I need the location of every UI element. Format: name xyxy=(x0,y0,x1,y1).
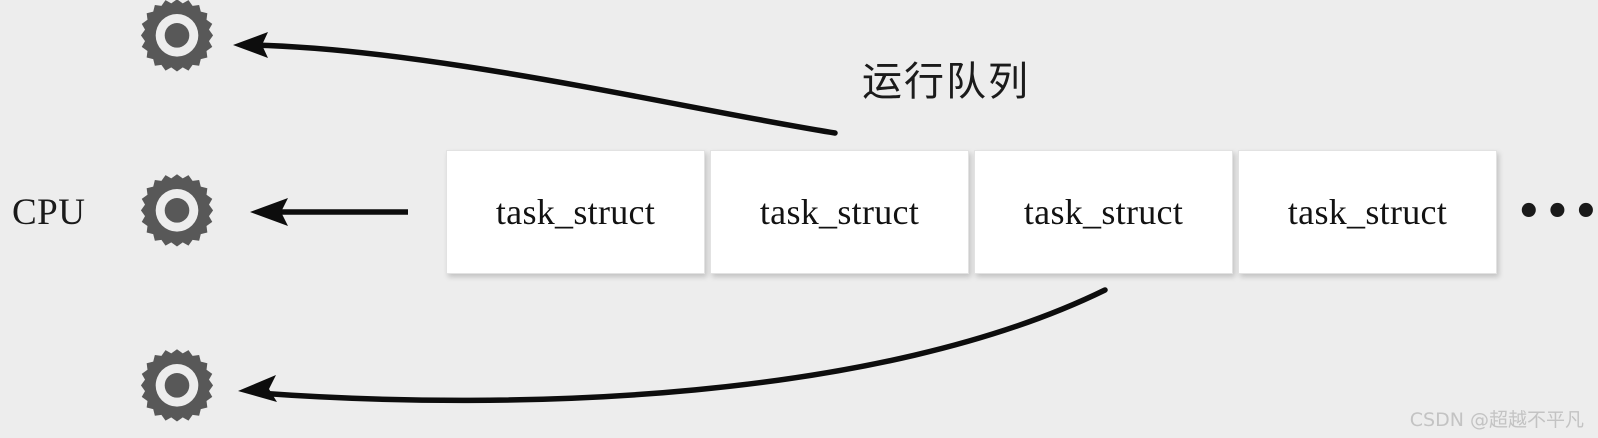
task-struct-label: task_struct xyxy=(1023,192,1184,232)
task-struct-box: task_struct xyxy=(1238,150,1497,274)
task-struct-label: task_struct xyxy=(1287,192,1448,232)
watermark: CSDN @超越不平凡 xyxy=(1409,409,1584,431)
task-struct-label: task_struct xyxy=(759,192,920,232)
task-struct-label: task_struct xyxy=(495,192,656,232)
arrow-queue-to-cpu-bottom xyxy=(238,287,1108,404)
task-struct-box: task_struct xyxy=(446,150,705,274)
gear-icon xyxy=(136,171,218,253)
task-struct-box: task_struct xyxy=(710,150,969,274)
ellipsis-indicator: ••• xyxy=(1516,189,1598,235)
run-queue-title: 运行队列 xyxy=(862,59,1030,105)
arrow-queue-to-cpu-middle xyxy=(250,198,408,226)
arrow-queue-to-cpu-top xyxy=(233,32,838,136)
run-queue-list: task_struct task_struct task_struct task… xyxy=(446,150,1502,276)
gear-icon xyxy=(136,0,218,78)
task-struct-box: task_struct xyxy=(974,150,1233,274)
gear-icon xyxy=(136,346,218,428)
cpu-label: CPU xyxy=(12,192,86,233)
